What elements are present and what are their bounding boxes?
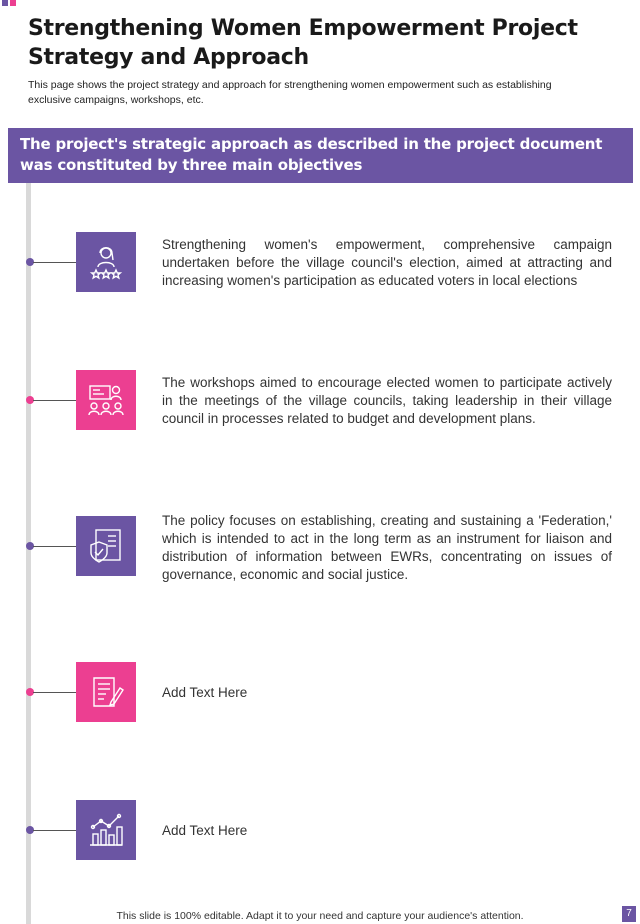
timeline-dot [26, 826, 34, 834]
objectives-banner: The project's strategic approach as desc… [8, 128, 633, 183]
timeline-dot [26, 258, 34, 266]
corner-square-purple [2, 0, 8, 6]
objective-text: The workshops aimed to encourage elected… [162, 375, 612, 426]
page-subtitle: This page shows the project strategy and… [28, 79, 552, 106]
workshop-presentation-icon [88, 385, 124, 416]
objective-text: The policy focuses on establishing, crea… [162, 513, 612, 582]
timeline-dot [26, 396, 34, 404]
page-title: Strengthening Women Empowerment Project … [28, 16, 578, 70]
footer-note: This slide is 100% editable. Adapt it to… [116, 910, 524, 922]
page-number: 7 [622, 906, 636, 922]
timeline-connector [33, 400, 76, 401]
timeline-dot [26, 688, 34, 696]
document-pen-icon [93, 677, 124, 707]
growth-chart-icon [90, 813, 123, 846]
corner-decoration [2, 0, 16, 6]
objective-text: Add Text Here [162, 823, 248, 838]
policy-document-shield-icon [90, 529, 121, 563]
women-leader-stars-icon [89, 247, 123, 280]
timeline-connector [33, 692, 76, 693]
timeline-connector [33, 546, 76, 547]
timeline-connector [33, 830, 76, 831]
objective-icon-box [76, 516, 136, 576]
timeline-dot [26, 542, 34, 550]
timeline-line [26, 183, 31, 924]
objective-text: Strengthening women's empowerment, compr… [162, 237, 612, 288]
objective-text: Add Text Here [162, 685, 248, 700]
corner-square-pink [10, 0, 16, 6]
objective-icon-box [76, 800, 136, 860]
objective-icon-box [76, 232, 136, 292]
objective-icon-box [76, 662, 136, 722]
timeline-connector [33, 262, 76, 263]
objective-icon-box [76, 370, 136, 430]
